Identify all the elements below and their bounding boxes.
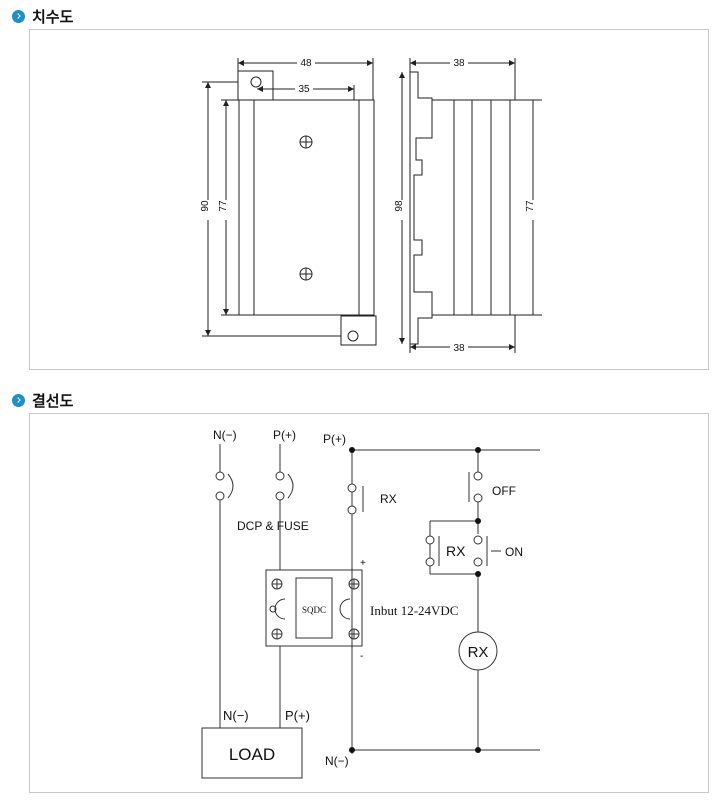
label-input: Inbut 12-24VDC: [370, 603, 458, 618]
wiring-diagram: N(−) P(+) P(+) DCP & FUSE RX OFF ON RX R…: [201, 428, 540, 779]
label-load-pos: P(+): [285, 708, 310, 723]
front-bottom-tab: [340, 315, 377, 346]
section-title-wiring: 결선도: [12, 390, 73, 411]
dimension-drawing-panel: 48 35 90 77 38 38 98 77: [29, 29, 709, 370]
dim-side-depth-bottom-38: 38: [453, 343, 465, 354]
label-minus: -: [360, 651, 363, 662]
dim-body-height-77: 77: [218, 200, 229, 212]
ssr-module: [265, 569, 363, 647]
label-supply-pos: P(+): [323, 432, 346, 446]
wiring-diagram-panel: N(−) P(+) P(+) DCP & FUSE RX OFF ON RX R…: [29, 413, 709, 793]
label-rx-box: RX: [446, 543, 466, 559]
dim-side-height-98: 98: [394, 200, 405, 212]
label-on: ON: [505, 545, 523, 559]
load-box: [201, 727, 303, 779]
section-title-text: 결선도: [32, 393, 74, 410]
label-load: LOAD: [229, 745, 275, 764]
section-title-text: 치수도: [32, 9, 74, 26]
dim-side-depth-top-38: 38: [453, 58, 465, 69]
bullet-arrow-icon: [12, 394, 25, 407]
front-top-tab: [237, 70, 274, 101]
dim-height-90: 90: [200, 200, 211, 212]
label-rx-coil: RX: [468, 644, 489, 661]
dim-hole-spacing-35: 35: [298, 84, 310, 95]
dimension-drawing: 48 35 90 77 38 38 98 77: [200, 56, 542, 354]
label-supply-neg: N(−): [325, 754, 349, 768]
dim-width-48: 48: [300, 58, 312, 69]
label-off: OFF: [492, 484, 516, 498]
label-rx-contact: RX: [380, 492, 397, 506]
label-left-pos: P(+): [273, 428, 296, 442]
label-left-neg: N(−): [213, 428, 237, 442]
label-fuse: DCP & FUSE: [237, 519, 309, 533]
side-mount-profile: [409, 71, 433, 345]
section-title-dimensions: 치수도: [12, 6, 73, 27]
label-load-neg: N(−): [223, 708, 249, 723]
dim-side-body-77: 77: [525, 200, 536, 212]
label-plus: +: [360, 558, 366, 569]
bullet-arrow-icon: [12, 10, 25, 23]
front-body: [238, 99, 375, 316]
label-ssr: SQDC: [302, 605, 326, 615]
